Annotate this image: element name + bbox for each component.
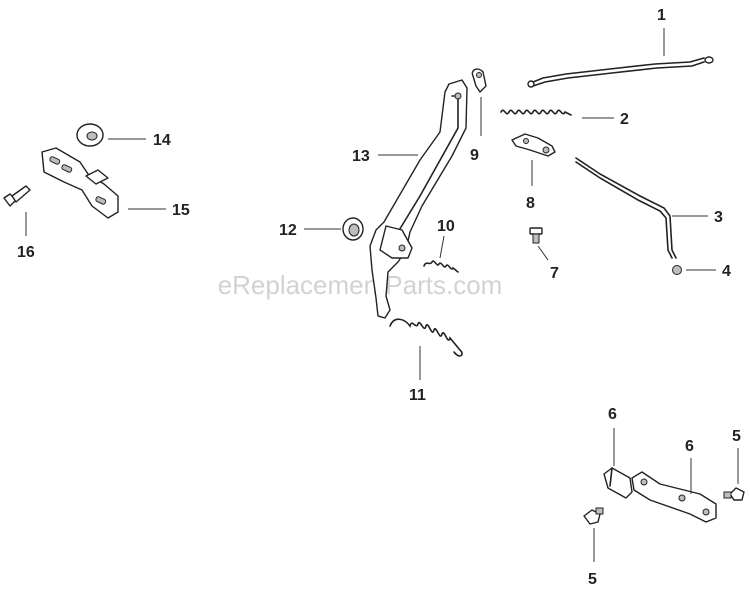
part-10-clip: [471, 68, 487, 93]
watermark: eReplacementParts.com: [218, 270, 503, 300]
part-16-bracket: [41, 147, 119, 219]
part-17-bolt: [3, 185, 31, 207]
callout-1: 1: [657, 7, 666, 24]
part-5-bolt-left: [583, 507, 604, 525]
part-5-bolt-right: [723, 487, 745, 501]
part-9-lever-plate: [511, 133, 556, 157]
leader-8: [537, 245, 549, 261]
callout-2: 2: [620, 111, 629, 128]
callout-14: 13: [352, 148, 370, 165]
part-8-screw: [529, 227, 543, 244]
part-3-link-rod: [575, 157, 677, 259]
part-1-governor-rod: [527, 56, 714, 88]
callout-10: 9: [470, 147, 479, 164]
callout-17: 16: [17, 244, 35, 261]
part-4-nut: [672, 265, 682, 275]
leader-11: [439, 235, 445, 259]
callout-5-top: 5: [732, 428, 741, 445]
callout-6: 6: [685, 438, 694, 455]
part-12-extension-spring: [389, 318, 463, 357]
callout-9: 8: [526, 195, 535, 212]
callout-8: 7: [550, 265, 559, 282]
part-6-plate: [631, 471, 717, 523]
callout-3: 3: [714, 209, 723, 226]
callout-13: 12: [279, 222, 297, 239]
part-13-bushing: [342, 217, 364, 241]
callout-15: 14: [153, 132, 171, 149]
part-7-small-bracket: [603, 467, 633, 499]
callout-7: 6: [608, 406, 617, 423]
callout-12: 11: [409, 387, 426, 404]
part-15-washer: [76, 123, 104, 147]
callout-16: 15: [172, 202, 190, 219]
part-11-small-spring: [423, 260, 459, 273]
callout-5-bottom: 5: [588, 571, 597, 588]
callout-4: 4: [722, 263, 731, 280]
part-2-spring: [500, 109, 572, 116]
part-14-control-lever: [369, 79, 468, 319]
callout-11: 10: [437, 218, 455, 235]
